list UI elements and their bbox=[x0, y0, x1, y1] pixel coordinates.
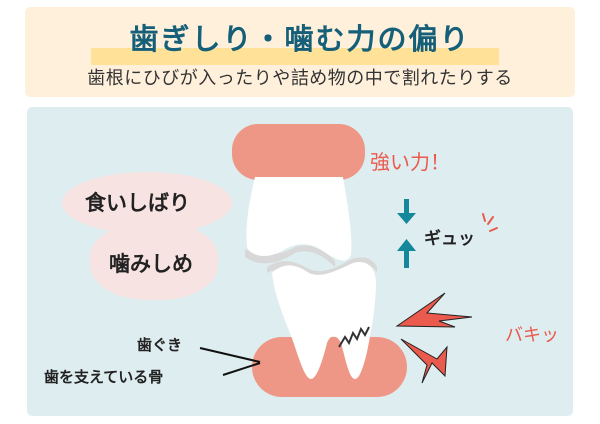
lightning-bolt-icon-2 bbox=[400, 338, 448, 384]
title-highlight bbox=[91, 48, 499, 65]
bone-pointer-line bbox=[222, 362, 261, 376]
crack-line bbox=[338, 326, 370, 348]
lightning-bolt-icon bbox=[395, 292, 473, 328]
down-arrow-icon bbox=[397, 199, 416, 224]
lower-tooth bbox=[272, 262, 377, 379]
force-label: 強い力！ bbox=[370, 150, 450, 174]
squeeze-label: ギュッ bbox=[424, 229, 475, 249]
sparkle-lines-icon bbox=[482, 213, 498, 232]
gum-label: 歯ぐき bbox=[137, 336, 183, 354]
bubble-biting bbox=[90, 222, 218, 300]
upper-tooth-shadow bbox=[245, 245, 335, 267]
lower-tooth-shadow bbox=[267, 257, 377, 278]
habit-biting: 噛みしめ bbox=[109, 252, 193, 276]
page-subtitle: 歯根にひびが入ったりや詰め物の中で割れたりする bbox=[87, 68, 513, 89]
up-arrow-icon bbox=[397, 239, 416, 268]
page-title: 歯ぎしり・噛む力の偏り bbox=[129, 22, 471, 56]
diagram-panel: 食いしばり 噛みしめ bbox=[27, 107, 573, 416]
bone-label: 歯を支えている骨 bbox=[44, 368, 164, 386]
habit-clenching: 食いしばり bbox=[85, 191, 190, 215]
lower-gum bbox=[252, 337, 407, 397]
upper-gum bbox=[232, 124, 365, 180]
tooth-illustration bbox=[199, 124, 498, 397]
crack-label: バキッ bbox=[505, 325, 559, 346]
header-card: 歯ぎしり・噛む力の偏り 歯根にひびが入ったりや詰め物の中で割れたりする bbox=[25, 7, 575, 97]
upper-tooth bbox=[246, 177, 352, 261]
gum-pointer-line bbox=[199, 347, 261, 363]
